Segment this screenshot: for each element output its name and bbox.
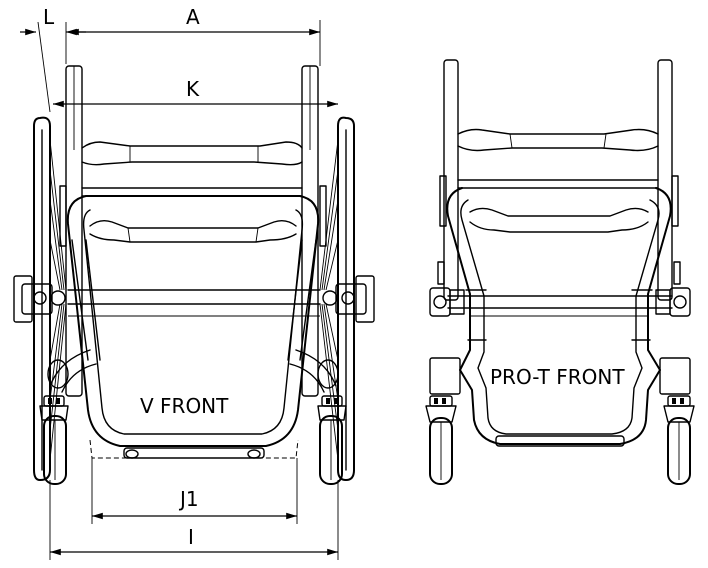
- footplate: [123, 447, 265, 459]
- dimension-label-j1: J1: [178, 487, 199, 511]
- pro-t-front-frame: [446, 187, 672, 445]
- pro-t-front-wheelchair: [425, 59, 695, 485]
- dimension-label-a: A: [186, 5, 200, 29]
- front-caster-left: [39, 395, 69, 485]
- v-front-label: V FRONT: [140, 394, 229, 418]
- rear-wheel-right: [319, 116, 375, 481]
- dimension-a: A: [68, 5, 321, 66]
- front-frame-outer: [66, 195, 320, 447]
- v-front-wheelchair: [13, 65, 375, 485]
- dimension-i: I: [49, 480, 339, 560]
- pro-t-caster-right: [663, 395, 695, 485]
- backrest-tube: [81, 141, 303, 149]
- dimension-lines: L A K J1 I: [20, 5, 339, 560]
- dimension-label-k: K: [186, 77, 200, 101]
- rear-wheel-left: [13, 116, 67, 481]
- pro-t-caster-left: [425, 395, 457, 485]
- dimension-label-l: L: [43, 5, 55, 29]
- dimension-label-i: I: [188, 525, 194, 549]
- dimension-l: L: [20, 5, 86, 113]
- pro-t-front-label: PRO-T FRONT: [490, 365, 625, 389]
- pro-t-back-post-right: [657, 59, 673, 301]
- dimension-k: K: [53, 77, 338, 108]
- dimension-j1: J1: [91, 458, 298, 524]
- front-caster-right: [317, 395, 347, 485]
